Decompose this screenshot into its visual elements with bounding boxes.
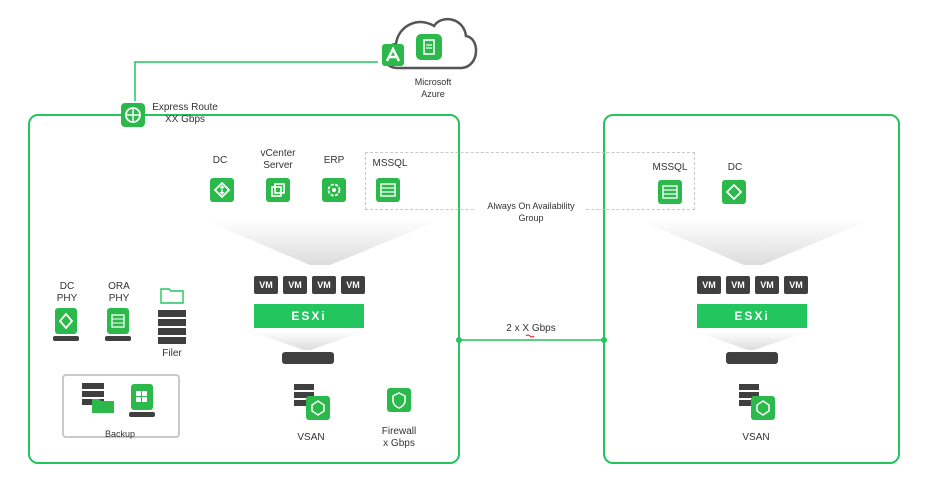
ora-phy-line2: PHY <box>108 293 130 304</box>
azure-a-icon <box>382 44 404 66</box>
secondary-site <box>603 114 900 464</box>
express-route-line <box>134 61 378 101</box>
ora-phy-line1: ORA <box>108 281 130 292</box>
left-vm-2: VM <box>283 276 307 294</box>
x-underline <box>525 334 535 338</box>
dc-vm-icon <box>210 178 234 202</box>
backup-box <box>62 374 180 438</box>
firewall-line1: Firewall <box>381 426 417 437</box>
express-route-line1: Express Route <box>152 102 218 113</box>
primary-site <box>28 114 460 464</box>
filer-label: Filer <box>162 348 182 359</box>
dc-right-icon <box>722 180 746 204</box>
availability-group-line1: Always On Availability <box>487 201 575 211</box>
folder-icon <box>160 286 184 309</box>
left-vsan-label: VSAN <box>297 432 325 443</box>
mssql-left-icon <box>376 178 400 202</box>
left-vm-4: VM <box>341 276 365 294</box>
mssql-right-icon <box>658 180 682 204</box>
vcenter-line1: vCenter <box>260 148 296 159</box>
right-vm-3: VM <box>755 276 779 294</box>
right-vm-4: VM <box>784 276 808 294</box>
right-host-server-icon <box>726 352 778 364</box>
dc-vm-label: DC <box>212 155 228 166</box>
availability-group-label: Always On Availability Group <box>476 200 586 224</box>
vcenter-icon <box>266 178 290 202</box>
site-link-label: 2 x X Gbps <box>506 323 556 334</box>
backup-windows-base <box>129 412 155 417</box>
dc-right-label: DC <box>727 162 743 173</box>
dc-phy-icon <box>55 308 77 334</box>
vcenter-label: vCenter Server <box>255 148 301 172</box>
azure-service-icon <box>416 34 442 60</box>
left-esxi-funnel <box>252 332 362 350</box>
erp-gear-icon <box>322 178 346 202</box>
right-vm-2: VM <box>726 276 750 294</box>
cloud-label-line2: Azure <box>421 89 445 99</box>
express-route-label: Express Route XX Gbps <box>150 102 220 126</box>
dc-phy-line2: PHY <box>56 293 78 304</box>
left-host-server-icon <box>282 352 334 364</box>
left-vsan-rack-icon <box>294 384 314 417</box>
left-vsan-icon <box>306 396 330 420</box>
ora-phy-icon <box>107 308 129 334</box>
firewall-shield-icon <box>387 388 411 412</box>
filer-rack-icon <box>158 310 186 349</box>
dc-phy-base <box>53 336 79 341</box>
dc-phy-line1: DC <box>59 281 75 292</box>
dc-phy-label: DC PHY <box>52 281 82 305</box>
ora-phy-label: ORA PHY <box>104 281 134 305</box>
backup-folder-icon <box>92 396 114 419</box>
right-esxi: ESXi <box>697 304 807 328</box>
firewall-line2: x Gbps <box>383 438 415 449</box>
backup-windows-icon <box>131 384 153 410</box>
left-funnel <box>204 220 440 265</box>
firewall-label: Firewall x Gbps <box>374 426 424 450</box>
right-funnel <box>640 220 870 265</box>
left-vm-1: VM <box>254 276 278 294</box>
mssql-left-label: MSSQL <box>372 158 408 169</box>
left-vm-3: VM <box>312 276 336 294</box>
right-vsan-icon <box>751 396 775 420</box>
cloud-label: Microsoft Azure <box>406 76 460 100</box>
mssql-right-label: MSSQL <box>652 162 688 173</box>
right-esxi-funnel <box>697 332 807 350</box>
express-route-line2: XX Gbps <box>164 114 206 125</box>
left-esxi: ESXi <box>254 304 364 328</box>
backup-label: Backup <box>104 429 136 439</box>
express-route-icon <box>121 103 145 127</box>
availability-group-line2: Group <box>518 213 544 223</box>
erp-label: ERP <box>323 155 345 166</box>
right-vsan-label: VSAN <box>742 432 770 443</box>
ora-phy-base <box>105 336 131 341</box>
cloud-label-line1: Microsoft <box>414 77 452 87</box>
vcenter-line2: Server <box>263 160 293 171</box>
right-vsan-rack-icon <box>739 384 759 417</box>
right-vm-1: VM <box>697 276 721 294</box>
